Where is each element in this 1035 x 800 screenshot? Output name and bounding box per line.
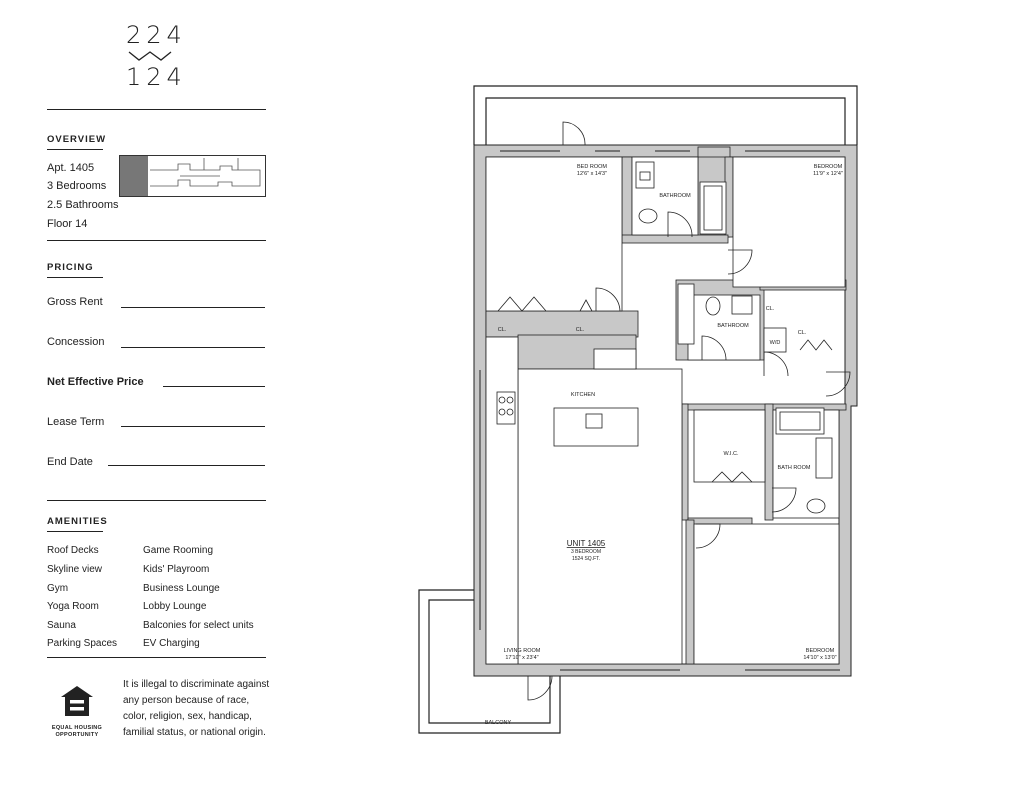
fixtures: [496, 161, 833, 514]
amenity-item: Parking Spaces: [47, 638, 118, 649]
divider: [47, 240, 266, 241]
amenity-item: Business Lounge: [143, 583, 220, 594]
floor-plan: BED ROOM 12'6" x 14'3" BATHROOM BEDROOM …: [418, 85, 858, 734]
bathroom-count: 2.5 Bathrooms: [47, 199, 119, 211]
amenity-item: Lobby Lounge: [143, 601, 207, 612]
divider: [47, 500, 266, 501]
closet-label: CL.: [576, 327, 585, 333]
floor-number: Floor 14: [47, 218, 88, 230]
amenity-item: EV Charging: [143, 638, 200, 649]
bedroom1-label: BED ROOM: [577, 164, 607, 170]
amenity-item: Game Rooming: [143, 545, 214, 556]
balcony-label: BALCONY: [485, 720, 512, 726]
bedroom3-label: BEDROOM: [806, 648, 835, 654]
end-date-label: End Date: [47, 456, 93, 468]
living-room-dimensions: 17'10" x 23'4": [505, 655, 538, 661]
walk-in-closet-label: W.I.C.: [724, 451, 739, 457]
overview-heading: OVERVIEW: [47, 134, 106, 150]
amenity-item: Sauna: [47, 620, 76, 631]
gross-rent-field[interactable]: [121, 307, 265, 308]
unit-bedroom-label: 3 BEDROOM: [571, 549, 601, 555]
net-effective-price-label: Net Effective Price: [47, 376, 144, 388]
fair-housing-disclaimer: It is illegal to discriminate against an…: [123, 679, 270, 738]
concession-field[interactable]: [121, 347, 265, 348]
divider: [47, 657, 266, 658]
unit-location-highlight: [120, 156, 148, 196]
terrace-outline: [473, 85, 858, 145]
unit-number-label: UNIT 1405: [567, 539, 606, 548]
bedroom3-dimensions: 14'10" x 13'0": [803, 655, 836, 661]
bedroom2-label: BEDROOM: [814, 164, 843, 170]
bathroom3-label: BATH ROOM: [778, 465, 811, 471]
amenity-item: Gym: [47, 583, 69, 594]
floor-key-plan: [119, 155, 266, 197]
washer-dryer-label: W/D: [770, 340, 781, 346]
pricing-heading: PRICING: [47, 262, 103, 278]
logo-bottom-number: 124: [126, 63, 187, 91]
rooms: [485, 156, 846, 665]
logo-top-number: 224: [126, 21, 187, 49]
key-plan-outline-icon: [150, 158, 261, 187]
logo-zigzag-icon: [128, 51, 172, 61]
equal-housing-icon: [61, 686, 93, 716]
windows: [479, 150, 840, 671]
equal-housing-caption-2: OPPORTUNITY: [55, 732, 99, 738]
bathroom2-label: BATHROOM: [717, 323, 749, 329]
closet-doors: [497, 296, 833, 483]
amenities-heading: AMENITIES: [47, 516, 108, 532]
unit-area-label: 1524 SQ.FT.: [572, 556, 600, 562]
closet-label: CL.: [766, 306, 775, 312]
closet-label: CL.: [498, 327, 507, 333]
end-date-field[interactable]: [108, 465, 265, 466]
gross-rent-label: Gross Rent: [47, 296, 103, 308]
bedroom1-dimensions: 12'6" x 14'3": [577, 171, 607, 177]
lease-term-label: Lease Term: [47, 416, 105, 428]
lease-term-field[interactable]: [121, 426, 265, 427]
net-effective-price-field[interactable]: [163, 386, 265, 387]
equal-housing-logo: EQUAL HOUSING OPPORTUNITY: [50, 684, 104, 739]
balcony-outline: [418, 589, 561, 734]
amenity-item: Skyline view: [47, 564, 103, 575]
amenity-item: Balconies for select units: [143, 620, 254, 631]
apartment-number: Apt. 1405: [47, 162, 95, 174]
building-logo: 224 124: [126, 21, 187, 91]
bathroom1-label: BATHROOM: [659, 193, 691, 199]
bedroom-count: 3 Bedrooms: [47, 180, 107, 192]
divider: [47, 109, 266, 110]
door-swings: [527, 121, 851, 701]
bedroom2-dimensions: 11'9" x 12'4": [813, 171, 843, 177]
amenity-item: Yoga Room: [47, 601, 99, 612]
amenity-item: Kids' Playroom: [143, 564, 210, 575]
concession-label: Concession: [47, 336, 105, 348]
living-room-label: LIVING ROOM: [504, 648, 541, 654]
equal-housing-caption-1: EQUAL HOUSING: [51, 725, 103, 731]
closet-label: CL.: [798, 330, 807, 336]
amenity-item: Roof Decks: [47, 545, 99, 556]
kitchen-label: KITCHEN: [571, 392, 595, 398]
